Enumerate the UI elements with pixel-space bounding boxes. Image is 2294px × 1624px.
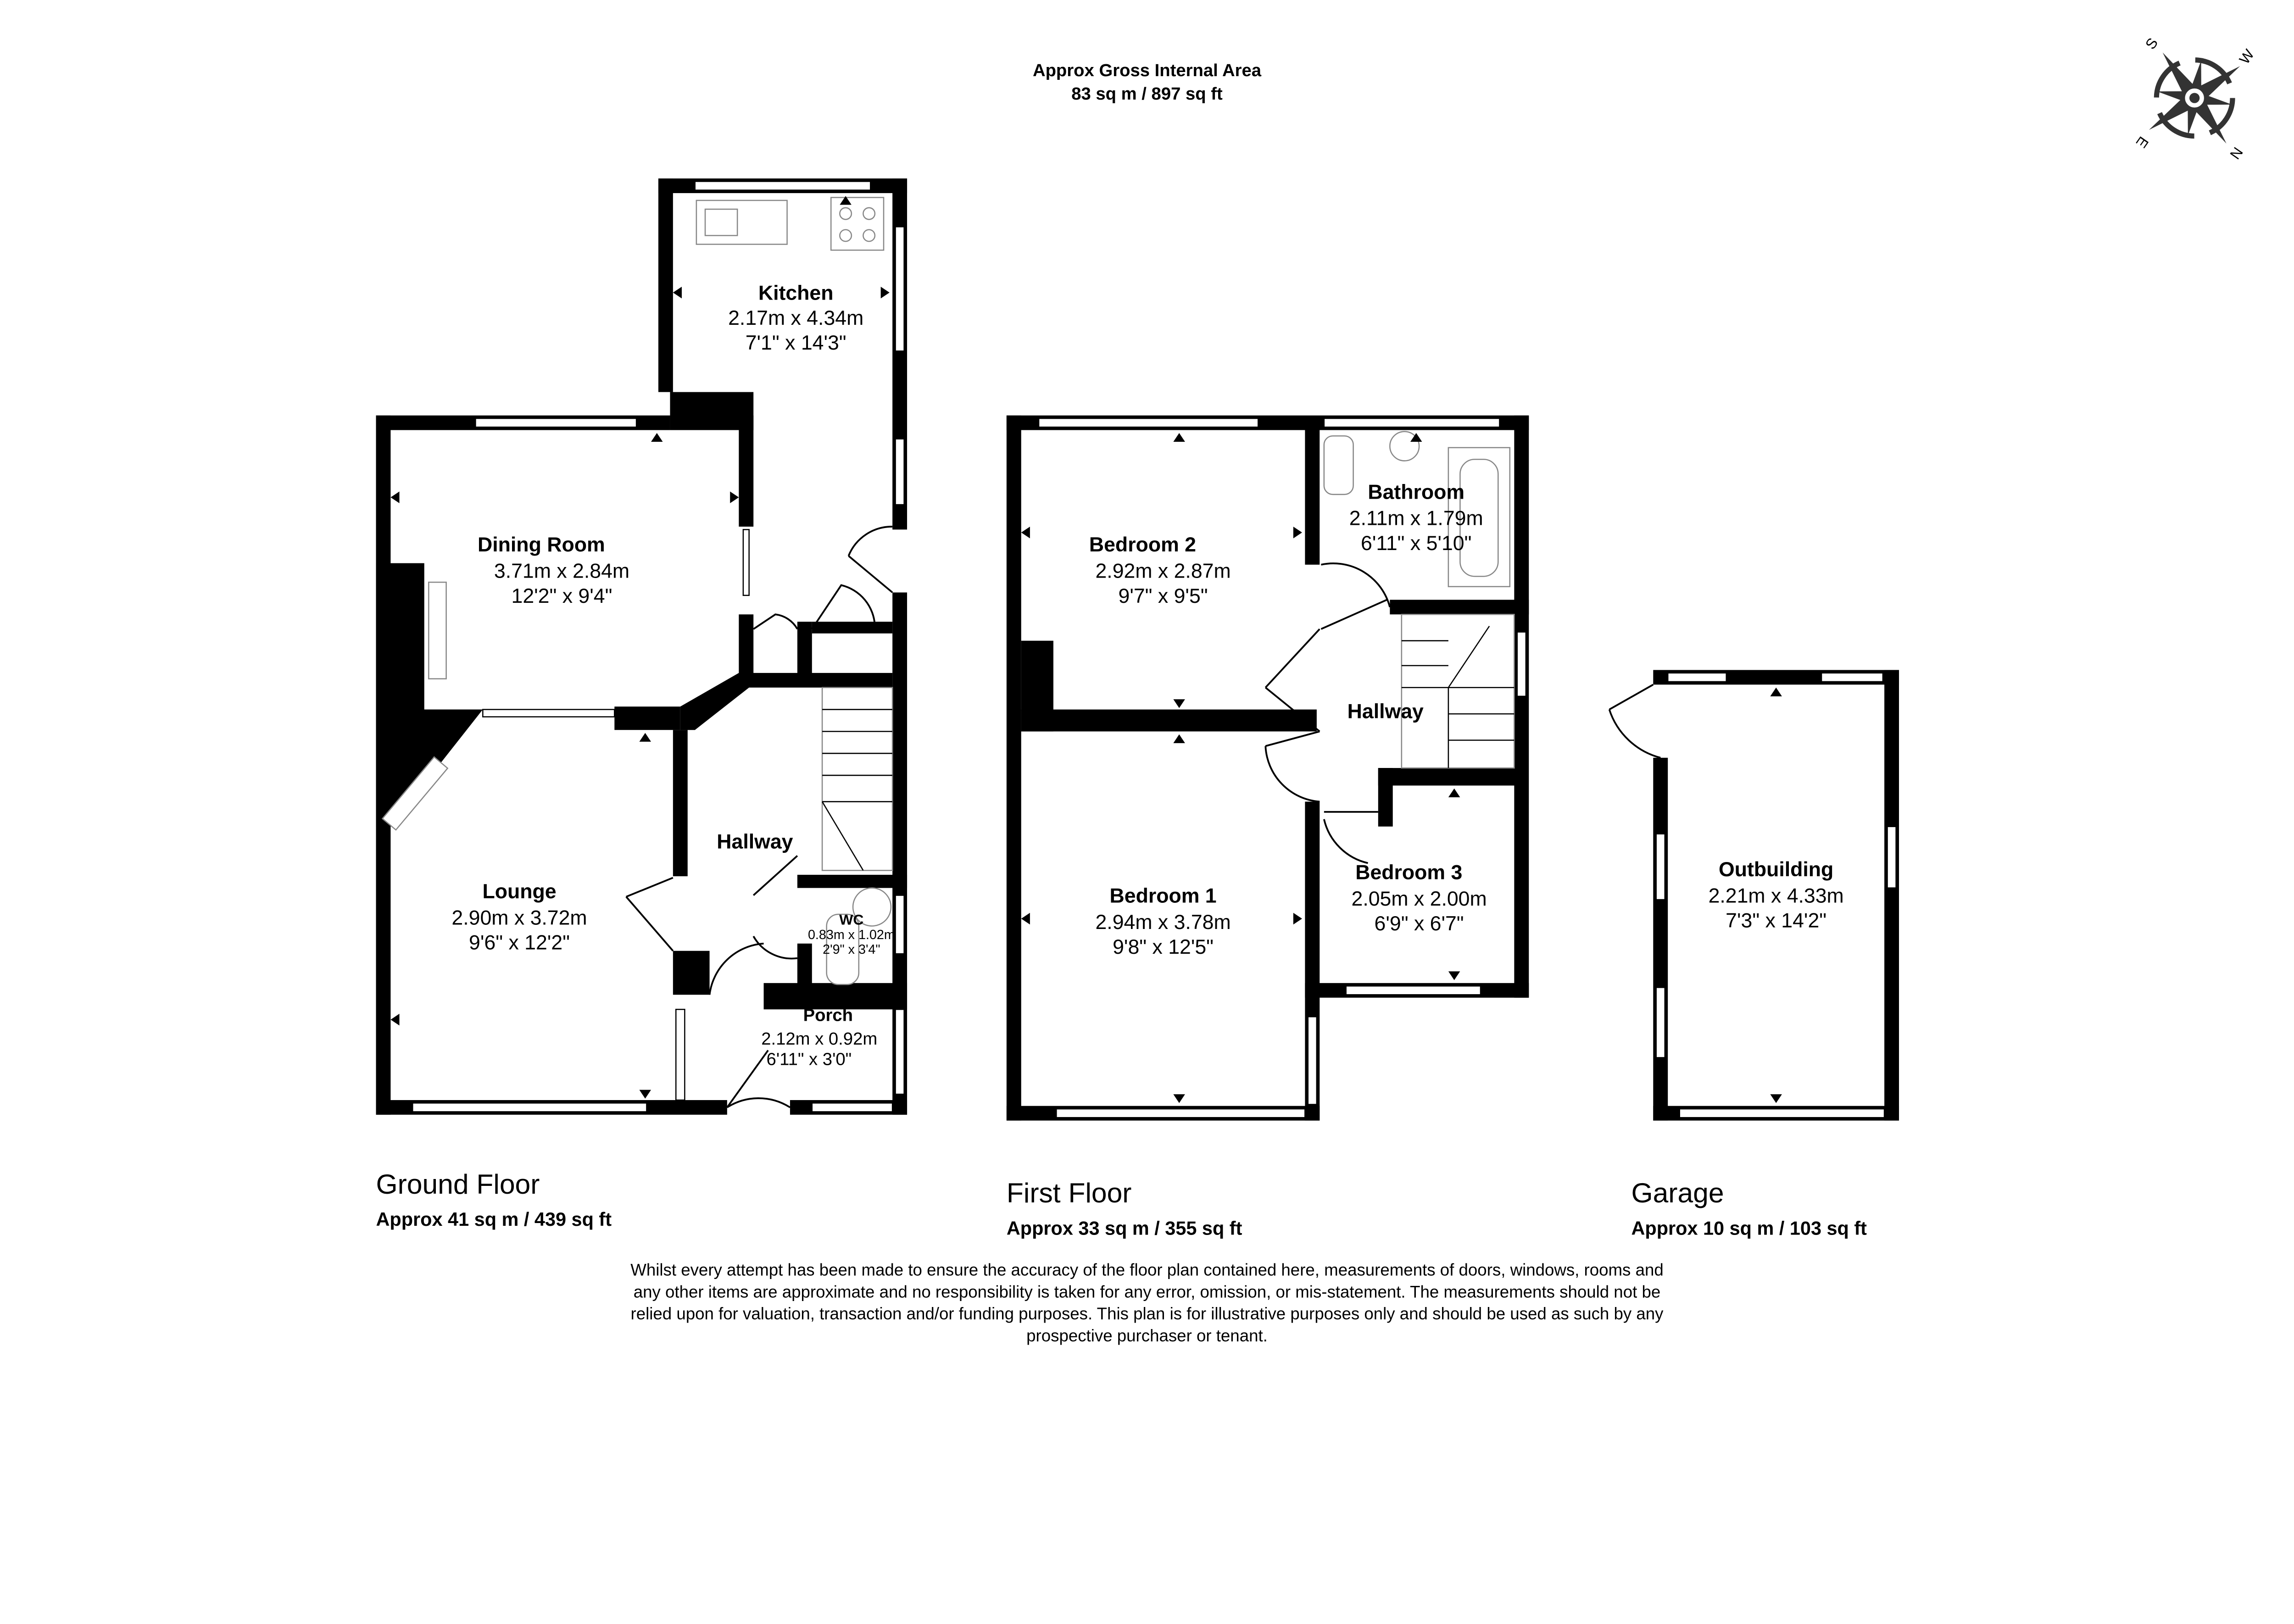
room-name: Bedroom 3 [1355,861,1462,884]
disclaimer: Whilst every attempt has been made to en… [630,1261,1664,1345]
room-name: Hallway [1347,701,1424,723]
room-metric: 3.71m x 2.84m [494,560,629,583]
floor-plan: Approx Gross Internal Area 83 sq m / 897… [376,35,2257,1345]
dimension-arrows [390,196,1782,1103]
room-metric: 0.83m x 1.02m [808,928,895,942]
garage-area: Approx 10 sq m / 103 sq ft [1631,1217,1867,1239]
room-imperial: 6'11" x 3'0" [767,1049,852,1069]
first-floor-walls [1006,415,1529,1121]
gross-area-value: 83 sq m / 897 sq ft [1071,84,1223,104]
room-metric: 2.90m x 3.72m [451,907,587,929]
compass-label-e: E [2133,133,2152,151]
garage-title: Garage [1631,1177,1724,1208]
porch-room: Porch 2.12m x 0.92m 6'11" x 3'0" [761,1006,877,1069]
first-floor-doors [1264,562,1391,864]
room-name: Outbuilding [1719,858,1833,881]
garage-walls [1608,670,1899,1121]
ground-floor-area: Approx 41 sq m / 439 sq ft [376,1208,612,1230]
room-imperial: 6'9" x 6'7" [1375,912,1464,935]
room-metric: 2.05m x 2.00m [1352,888,1487,910]
room-imperial: 7'1" x 14'3" [746,332,846,354]
room-imperial: 9'8" x 12'5" [1113,936,1214,958]
bedroom2-room: Bedroom 2 2.92m x 2.87m 9'7" x 9'5" [1089,534,1231,607]
room-metric: 2.11m x 1.79m [1349,507,1483,530]
room-metric: 2.92m x 2.87m [1095,560,1231,583]
disclaimer-line: relied upon for valuation, transaction a… [631,1304,1664,1323]
bedroom1-room: Bedroom 1 2.94m x 3.78m 9'8" x 12'5" [1095,884,1231,958]
room-metric: 2.17m x 4.34m [728,307,863,329]
first-floor-title: First Floor [1007,1177,1132,1208]
room-name: Bathroom [1368,481,1464,503]
compass-label-w: W [2236,46,2257,67]
bedroom3-room: Bedroom 3 2.05m x 2.00m 6'9" x 6'7" [1352,861,1487,935]
compass-label-n: N [2227,144,2246,162]
room-metric: 2.94m x 3.78m [1095,911,1231,934]
kitchen-room: Kitchen 2.17m x 4.34m 7'1" x 14'3" [728,282,863,354]
disclaimer-line: prospective purchaser or tenant. [1026,1326,1268,1345]
ground-floor-walls [376,178,908,1115]
room-name: WC [839,911,863,928]
kitchen-fixtures [696,197,885,251]
dining-room: Dining Room 3.71m x 2.84m 12'2" x 9'4" [478,534,629,607]
room-imperial: 9'6" x 12'2" [469,932,570,954]
ground-floor-doors [625,526,893,1108]
room-imperial: 6'11" x 5'10" [1361,532,1471,555]
outbuilding-room: Outbuilding 2.21m x 4.33m 7'3" x 14'2" [1709,858,1844,932]
room-name: Hallway [717,830,793,853]
room-name: Porch [803,1006,853,1025]
first-hallway: Hallway [1347,701,1424,723]
room-name: Lounge [482,880,556,903]
room-name: Dining Room [478,534,605,556]
ground-hallway: Hallway [717,830,793,853]
wc-room: WC 0.83m x 1.02m 2'9" x 3'4" [808,911,895,957]
compass-label-s: S [2142,35,2161,52]
first-floor-area: Approx 33 sq m / 355 sq ft [1007,1217,1242,1239]
room-metric: 2.12m x 0.92m [761,1029,877,1049]
disclaimer-line: Whilst every attempt has been made to en… [630,1261,1663,1279]
room-imperial: 12'2" x 9'4" [512,585,612,607]
room-metric: 2.21m x 4.33m [1709,884,1844,907]
room-imperial: 2'9" x 3'4" [823,942,880,957]
bathroom-room: Bathroom 2.11m x 1.79m 6'11" x 5'10" [1349,481,1483,555]
compass-icon: S W N E [2133,35,2257,162]
gross-area-label: Approx Gross Internal Area [1033,61,1262,80]
lounge-room: Lounge 2.90m x 3.72m 9'6" x 12'2" [451,880,587,954]
room-imperial: 7'3" x 14'2" [1726,910,1826,932]
disclaimer-line: any other items are approximate and no r… [634,1282,1660,1301]
ground-floor-title: Ground Floor [376,1168,540,1200]
room-name: Bedroom 2 [1089,534,1196,556]
room-name: Kitchen [758,282,834,305]
room-name: Bedroom 1 [1110,884,1217,907]
room-imperial: 9'7" x 9'5" [1119,585,1208,607]
